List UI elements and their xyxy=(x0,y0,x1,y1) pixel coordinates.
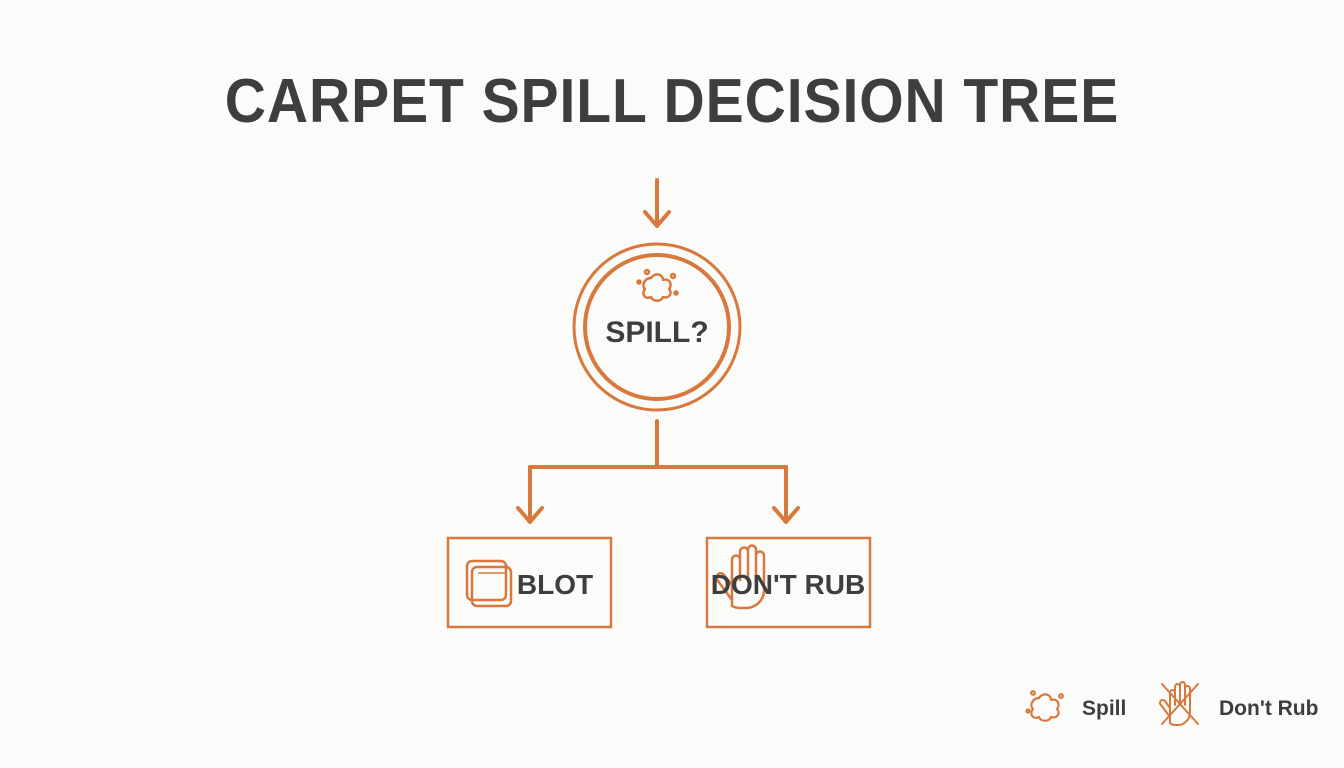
legend: Spill Don't Rub xyxy=(1025,681,1318,726)
dont-rub-node-label: DON'T RUB xyxy=(711,569,865,600)
splatter-icon xyxy=(1025,690,1064,722)
branch-connectors xyxy=(516,419,800,524)
legend-item-dont-rub: Don't Rub xyxy=(1158,681,1318,726)
diagram-title: CARPET SPILL DECISION TREE xyxy=(224,67,1120,136)
legend-label-spill: Spill xyxy=(1082,697,1126,720)
entry-arrow xyxy=(643,178,671,228)
start-node-label: SPILL? xyxy=(605,316,708,349)
cloth-icon xyxy=(465,559,513,608)
legend-label-dont-rub: Don't Rub xyxy=(1219,697,1318,720)
legend-item-spill: Spill xyxy=(1025,690,1126,722)
crossed-hand-icon xyxy=(1158,681,1199,726)
dont-rub-node: DON'T RUB xyxy=(705,536,872,629)
splatter-icon xyxy=(636,268,679,302)
blot-node: BLOT xyxy=(446,536,613,629)
start-node: SPILL? xyxy=(572,242,742,412)
blot-node-label: BLOT xyxy=(517,569,593,600)
hand-icon xyxy=(715,544,766,610)
